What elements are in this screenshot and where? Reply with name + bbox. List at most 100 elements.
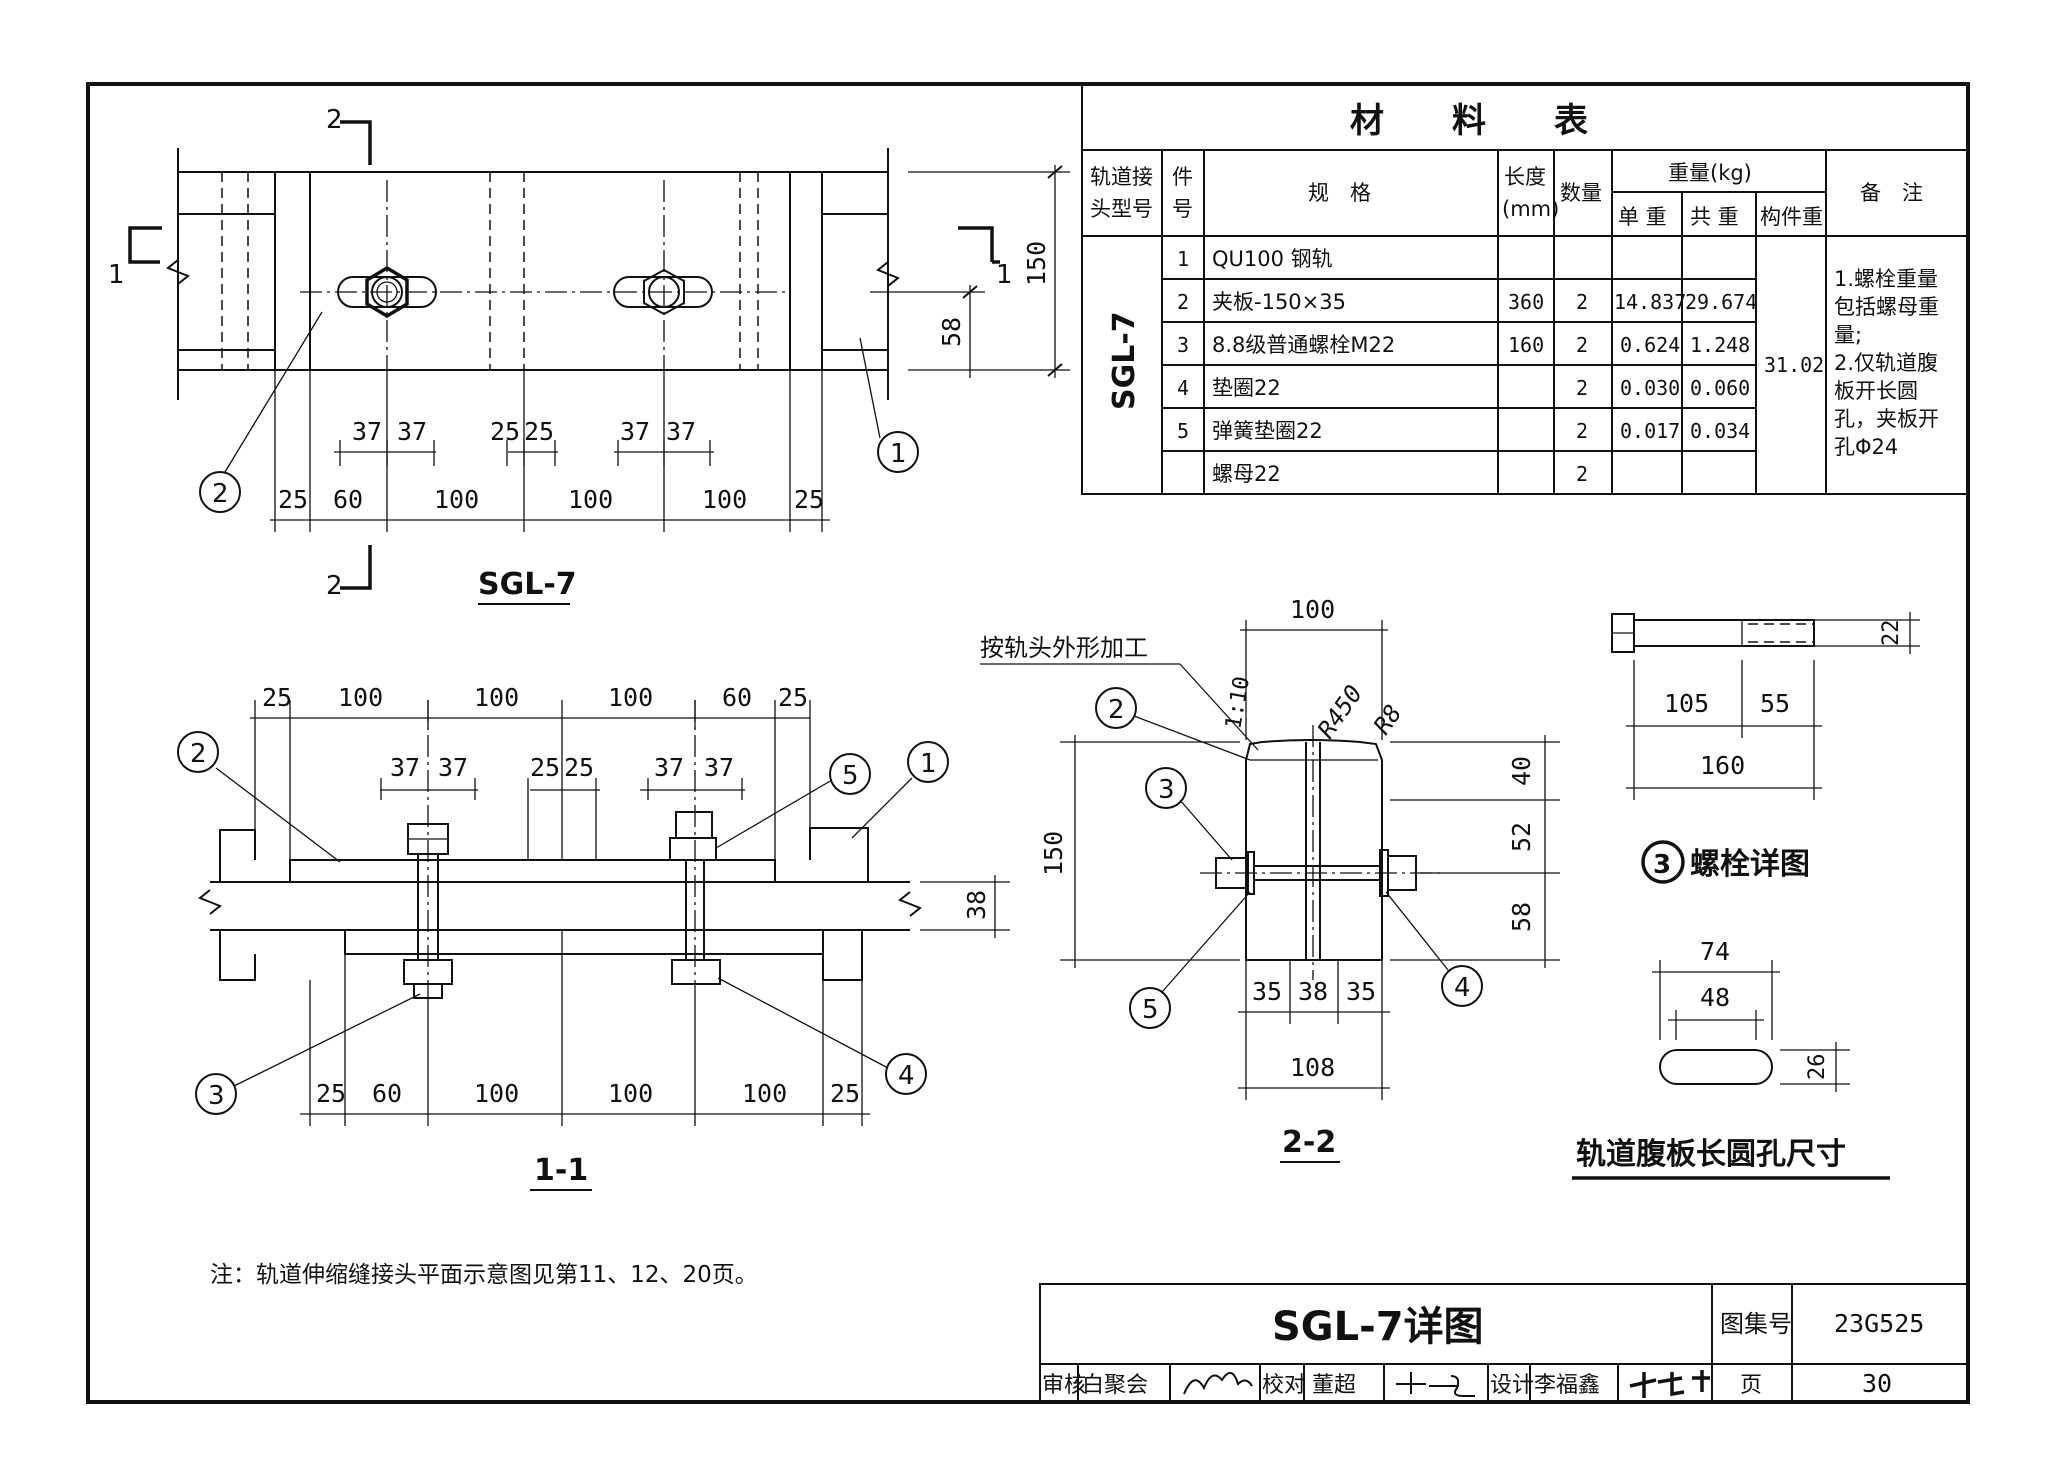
bolt-title: 螺栓详图 [1690,847,1810,882]
plan-dim-top-4: 25 [524,417,554,446]
s11-callout-2: 2 [190,739,207,769]
remark-line-2: 包括螺母重 [1834,295,1939,319]
type-value: SGL-7 [1107,311,1142,410]
plan-dim-top-1: 37 [352,417,382,446]
section-mark-1-left: 1 [108,260,125,290]
remark-line-4: 2.仅轨道腹 [1834,351,1938,375]
hdr-length-2: (mm) [1502,197,1559,221]
row-3-total: 1.248 [1690,333,1750,357]
s22-dim-108: 108 [1290,1053,1335,1082]
hdr-total-weight: 共 重 [1690,205,1739,229]
remark-line-7: 孔Φ24 [1834,435,1898,459]
check-label: 校对 [1262,1373,1306,1398]
plan-dim-top-2: 37 [397,417,427,446]
section-mark-1-right: 1 [996,260,1013,290]
s11-dim-r2-2: 37 [438,753,468,782]
row-2-spec: 夹板-150×35 [1212,290,1346,314]
s11-dim-bot-1: 25 [316,1079,346,1108]
s11-dim-r1-5: 60 [722,683,752,712]
row-5-unit: 0.017 [1620,419,1680,443]
hdr-length-1: 长度 [1504,165,1546,189]
s22-dim-58: 58 [1507,902,1536,932]
row-5-no: 5 [1177,419,1189,443]
s11-dim-r2-6: 37 [704,753,734,782]
remark-line-3: 量; [1834,323,1862,347]
title-block: SGL-7详图 图集号 23G525 审核 白聚会 校对 董超 设计 李福鑫 页… [1039,1283,1969,1403]
bolt-dim-105: 105 [1664,689,1709,718]
plan-dim-bot-1: 25 [278,485,308,514]
remark-line-6: 孔，夹板开 [1834,407,1939,431]
row-3-no: 3 [1177,333,1189,357]
plan-callout-2: 2 [212,479,229,509]
hdr-spec: 规 格 [1308,181,1371,205]
plan-title: SGL-7 [478,567,577,602]
s22-dim-35a: 35 [1252,977,1282,1006]
s22-dim-100: 100 [1290,595,1335,624]
plan-view: 2 2 1 1 150 58 37 37 25 25 37 37 [108,105,1070,605]
drawing-title: SGL-7详图 [1272,1304,1484,1350]
row-2-unit: 14.837 [1614,290,1686,314]
s22-dim-52: 52 [1507,822,1536,852]
s22-dim-150: 150 [1039,831,1068,876]
s11-dim-bot-5: 100 [742,1079,787,1108]
plan-dim-top-3: 25 [490,417,520,446]
s11-title: 1-1 [534,1153,588,1188]
s11-dim-bot-3: 100 [474,1079,519,1108]
atlas-label: 图集号 [1720,1310,1792,1338]
hdr-unit-weight: 单 重 [1618,205,1667,229]
slot-title: 轨道腹板长圆孔尺寸 [1576,1137,1846,1172]
row-1-no: 1 [1177,247,1189,271]
s22-r8: R8 [1368,700,1408,740]
s11-dim-r2-1: 37 [390,753,420,782]
s11-dim-r1-3: 100 [474,683,519,712]
row-4-total: 0.060 [1690,376,1750,400]
hdr-type-1: 轨道接 [1090,165,1153,189]
section-mark-2-top: 2 [326,105,343,135]
slot-detail: 74 48 26 轨道腹板长圆孔尺寸 [1572,937,1890,1180]
checker-name: 董超 [1312,1373,1356,1398]
designer-name: 李福鑫 [1534,1373,1600,1398]
reviewer-name: 白聚会 [1082,1373,1148,1398]
bolt-detail: 22 105 55 160 3 螺栓详图 [1611,612,1920,884]
row-2-total: 29.674 [1685,290,1757,314]
s11-dim-r1-2: 100 [338,683,383,712]
review-label: 审核 [1042,1373,1086,1398]
row-6-spec: 螺母22 [1212,462,1281,486]
s22-dim-38: 38 [1298,977,1328,1006]
row-3-spec: 8.8级普通螺栓M22 [1212,333,1395,357]
remark-line-5: 板开长圆 [1834,379,1918,403]
plan-dim-bot-6: 25 [794,485,824,514]
bolt-dim-55: 55 [1760,689,1790,718]
section-2-2: 100 按轨头外形加工 1:10 R450 R8 150 40 52 58 35… [980,595,1560,1163]
s22-dim-40: 40 [1507,756,1536,786]
s22-dim-35b: 35 [1346,977,1376,1006]
s11-callout-5: 5 [842,761,859,791]
row-2-qty: 2 [1576,290,1588,314]
row-3-len: 160 [1508,333,1544,357]
s11-callout-1: 1 [920,749,937,779]
slot-dim-48: 48 [1700,983,1730,1012]
hdr-weight: 重量(kg) [1668,161,1752,185]
row-2-no: 2 [1177,290,1189,314]
plan-callout-1: 1 [890,439,907,469]
s11-dim-r2-3: 25 [530,753,560,782]
s22-callout-3: 3 [1158,775,1175,805]
row-6-qty: 2 [1576,462,1588,486]
checker-signature [1396,1372,1475,1397]
plan-dim-bot-5: 100 [702,485,747,514]
s22-callout-4: 4 [1454,973,1471,1003]
plan-dim-top-5: 37 [620,417,650,446]
plan-dim-58: 58 [937,317,966,347]
s22-r450: R450 [1312,680,1368,743]
hdr-remark: 备 注 [1860,181,1923,205]
row-5-total: 0.034 [1690,419,1750,443]
s22-callout-2: 2 [1108,695,1125,725]
hdr-type-2: 头型号 [1090,197,1153,221]
hdr-qty: 数量 [1560,181,1602,205]
plan-dim-bot-3: 100 [434,485,479,514]
s11-dim-r1-4: 100 [608,683,653,712]
section-1-1: 25 100 100 100 60 25 37 37 25 25 37 37 3… [177,683,1010,1191]
s11-dim-38: 38 [962,890,991,920]
reviewer-signature [1183,1372,1253,1395]
hdr-item-1: 件 [1172,165,1193,189]
